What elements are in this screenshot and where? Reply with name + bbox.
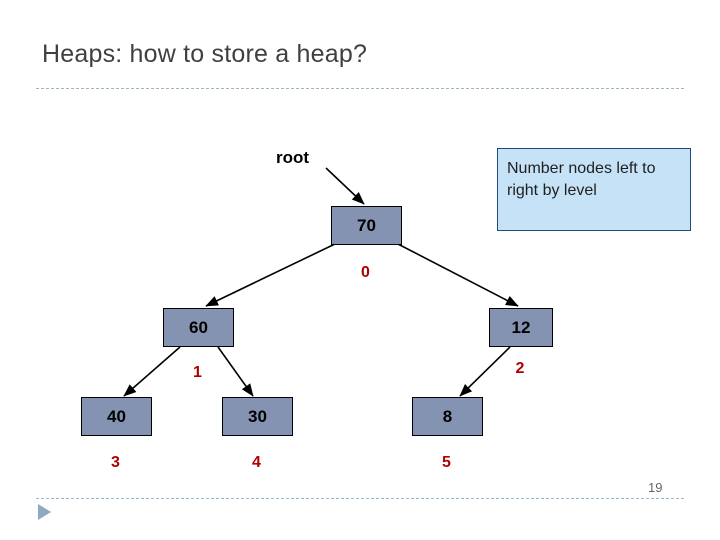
tree-node-30[interactable]: 30	[222, 397, 293, 436]
tree-node-index-2: 2	[515, 360, 525, 377]
tree-node-40[interactable]: 40	[81, 397, 152, 436]
slide-number: 19	[648, 480, 663, 495]
tree-node-index-0: 0	[361, 264, 370, 281]
callout-note: Number nodes left to right by level	[497, 148, 691, 231]
page-title: Heaps: how to store a heap?	[42, 40, 368, 68]
tree-node-12[interactable]: 12	[489, 308, 553, 347]
tree-node-60[interactable]: 60	[163, 308, 234, 347]
footer-divider	[36, 498, 684, 499]
tree-node-8[interactable]: 8	[412, 397, 483, 436]
tree-node-index-4: 4	[252, 454, 261, 471]
play-triangle-icon[interactable]	[38, 504, 51, 520]
tree-node-index-5: 5	[442, 454, 451, 471]
title-divider	[36, 88, 684, 89]
tree-node-index-1: 1	[193, 364, 202, 381]
tree-node-70[interactable]: 70	[331, 206, 402, 245]
tree-node-index-3: 3	[111, 454, 120, 471]
root-label: root	[276, 148, 310, 167]
